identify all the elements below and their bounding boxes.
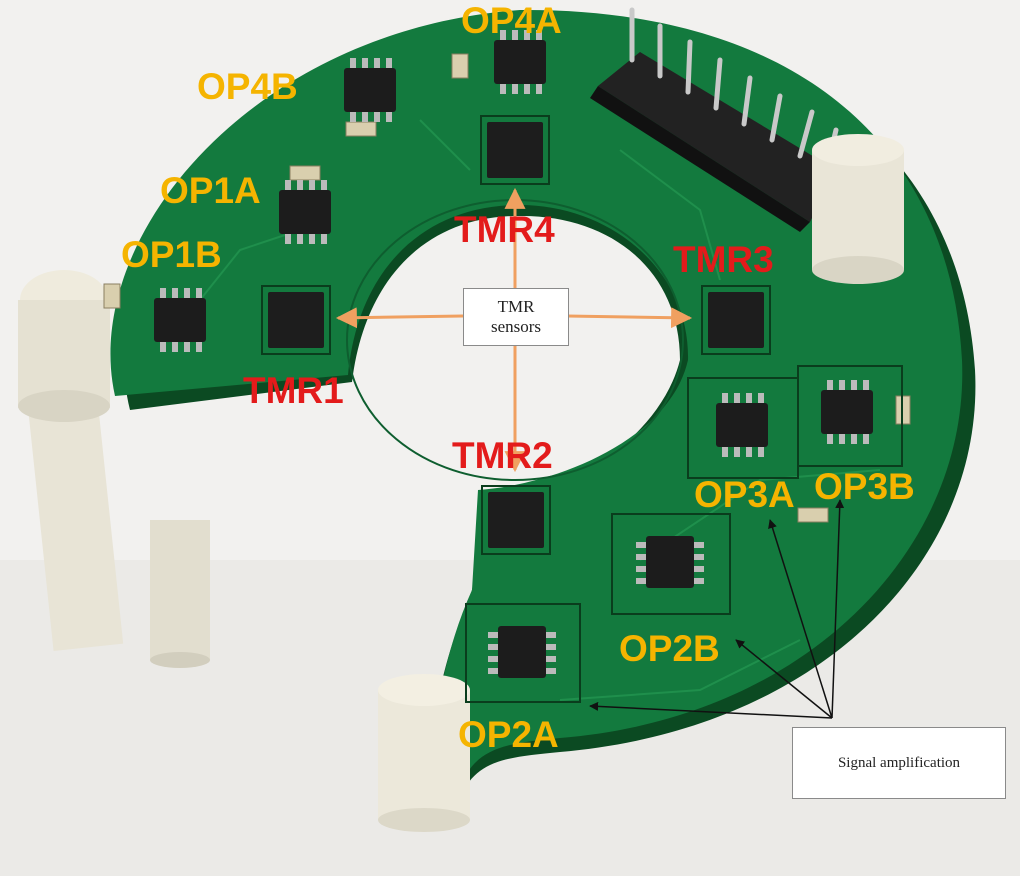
label-op2a: OP2A	[458, 714, 559, 755]
pin-header	[590, 7, 839, 232]
standoff-right	[812, 134, 904, 284]
label-tmr2: TMR2	[452, 435, 553, 476]
label-tmr4: TMR4	[454, 209, 555, 250]
label-op4b: OP4B	[197, 66, 298, 107]
signal-amplification-callout: Signal amplification	[792, 727, 1006, 799]
label-op3a: OP3A	[694, 474, 795, 515]
label-op4a: OP4A	[461, 0, 562, 41]
standoff-bottom	[378, 674, 470, 832]
tmr-sensors-callout: TMR sensors	[463, 288, 569, 346]
footprint-outlines	[465, 365, 903, 703]
label-tmr3: TMR3	[673, 239, 774, 280]
standoff-left	[18, 270, 210, 668]
tmr-sensors-line2: sensors	[490, 317, 542, 336]
tmr-sensors-line1: TMR	[497, 297, 535, 317]
tmr-arrows	[335, 187, 693, 473]
pcb-traces	[199, 119, 881, 701]
amplification-arrows	[589, 499, 845, 719]
label-op1b: OP1B	[121, 234, 222, 275]
label-op1a: OP1A	[160, 170, 261, 211]
label-op3b: OP3B	[814, 466, 915, 507]
label-op2b: OP2B	[619, 628, 720, 669]
label-tmr1: TMR1	[243, 370, 344, 411]
